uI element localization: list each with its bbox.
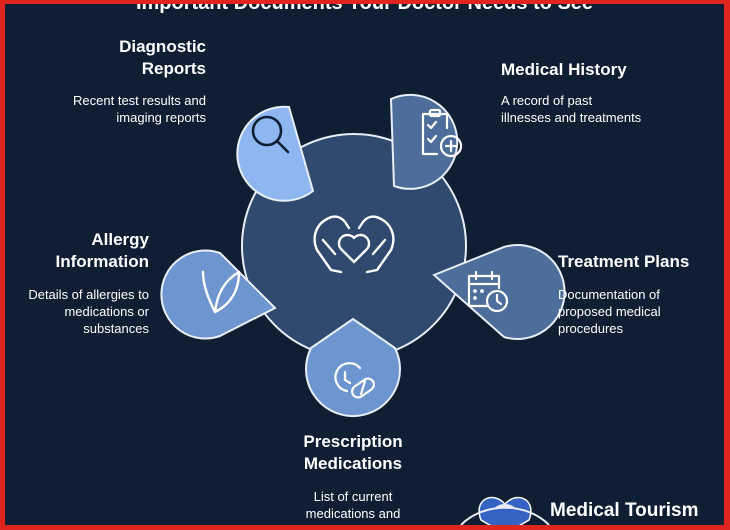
treatment-description: Documentation of proposed medical proced… xyxy=(558,286,718,337)
history-desc-line-1: A record of past xyxy=(501,93,593,108)
leaf-icon xyxy=(201,270,241,314)
diagram-title: Important Documents Your Doctor Needs to… xyxy=(5,4,724,15)
treatment-desc-line-2: proposed medical xyxy=(558,304,661,319)
diagnostic-desc-line-1: Recent test results and xyxy=(73,93,206,108)
drop-prescription xyxy=(305,317,401,418)
treatment-desc-line-3: procedures xyxy=(558,321,624,336)
clock-pill-icon xyxy=(334,362,376,399)
prescription-section: Prescription Medications xyxy=(275,431,431,475)
diagram-canvas: Important Documents Your Doctor Needs to… xyxy=(5,4,724,525)
allergy-desc-line-2: medications or xyxy=(64,304,149,319)
drop-diagnostic xyxy=(236,105,315,202)
diagnostic-section: Diagnostic Reports xyxy=(25,36,206,80)
heart-hands-icon xyxy=(313,215,395,274)
treatment-desc-line-1: Documentation of xyxy=(558,287,660,302)
allergy-heading-line-1: Allergy xyxy=(91,230,149,249)
drop-treatment xyxy=(432,244,566,340)
prescription-desc-line-2: medications and xyxy=(305,506,401,521)
magnifier-icon xyxy=(251,115,290,154)
diagnostic-description: Recent test results and imaging reports xyxy=(25,92,206,126)
history-description: A record of past illnesses and treatment… xyxy=(501,92,711,126)
prescription-description: List of current medications and xyxy=(275,488,431,522)
allergy-heading-line-2: Information xyxy=(55,252,150,271)
prescription-heading-line-2: Medications xyxy=(303,454,403,473)
heart-logo-icon xyxy=(460,496,550,525)
history-heading: Medical History xyxy=(501,60,627,79)
allergy-desc-line-1: Details of allergies to xyxy=(28,287,149,302)
brand-name: Medical Tourism xyxy=(550,500,699,521)
drop-allergy xyxy=(160,249,277,340)
calendar-clock-icon xyxy=(467,270,509,313)
diagnostic-heading-line-2: Reports xyxy=(141,59,206,78)
diagnostic-heading-line-1: Diagnostic xyxy=(119,37,206,56)
treatment-section: Treatment Plans xyxy=(558,251,718,273)
diagram-graphic xyxy=(160,93,566,525)
prescription-heading-line-1: Prescription xyxy=(303,432,403,451)
prescription-desc-line-1: List of current xyxy=(313,489,393,504)
clipboard-plus-icon xyxy=(421,108,463,158)
allergy-section: Allergy Information xyxy=(15,229,150,273)
allergy-desc-line-3: substances xyxy=(83,321,149,336)
allergy-description: Details of allergies to medications or s… xyxy=(9,286,149,337)
history-section: Medical History xyxy=(501,59,711,81)
history-desc-line-2: illnesses and treatments xyxy=(501,110,642,125)
treatment-heading: Treatment Plans xyxy=(558,252,690,271)
drop-history xyxy=(389,93,463,190)
diagnostic-desc-line-2: imaging reports xyxy=(116,110,206,125)
